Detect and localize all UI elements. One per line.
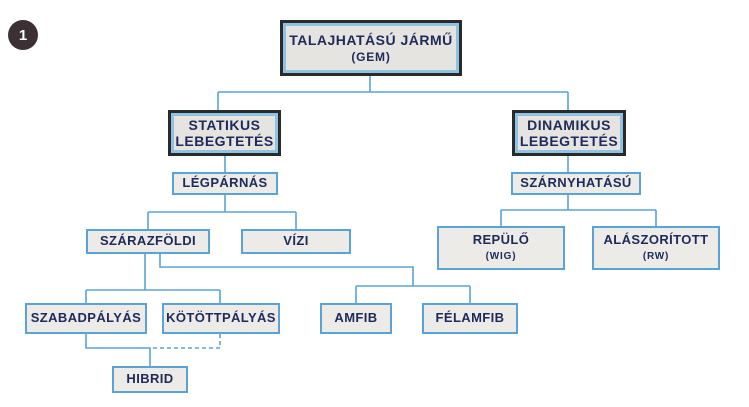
node-label: AMFIB xyxy=(334,310,378,326)
node-sublabel: (GEM) xyxy=(351,49,391,64)
node-sublabel: (RW) xyxy=(642,251,670,263)
node-water: VÍZI xyxy=(241,229,351,254)
node-label-2: LEBEGTETÉS xyxy=(175,133,274,149)
node-semi-amphibious: FÉLAMFIB xyxy=(422,303,518,334)
node-dynamic-levitation: DINAMIKUS LEBEGTETÉS xyxy=(512,110,626,156)
node-label: DINAMIKUS xyxy=(527,116,611,133)
node-label: STATIKUS xyxy=(188,116,261,133)
node-flying-wig: REPÜLŐ (WIG) xyxy=(437,226,565,270)
node-static-levitation: STATIKUS LEBEGTETÉS xyxy=(168,110,281,156)
node-ground-effect-vehicle: TALAJHATÁSÚ JÁRMŰ (GEM) xyxy=(280,20,462,76)
connector-land-water xyxy=(159,254,414,286)
node-amphibious: AMFIB xyxy=(320,303,392,334)
connector-free-hybrid xyxy=(85,334,151,366)
connector-airc-children xyxy=(147,195,297,229)
node-air-cushion: LÉGPÁRNÁS xyxy=(172,172,278,195)
node-label: VÍZI xyxy=(283,233,309,249)
node-land: SZÁRAZFÖLDI xyxy=(86,229,210,254)
figure-number-badge: 1 xyxy=(8,20,38,50)
connector-root-branches xyxy=(217,76,569,110)
node-sublabel: (WIG) xyxy=(485,251,517,263)
node-bound-track: KÖTÖTTPÁLYÁS xyxy=(162,303,280,334)
node-label: KÖTÖTTPÁLYÁS xyxy=(166,310,276,326)
connector-bound-hybrid xyxy=(150,334,221,349)
node-label: SZÁRAZFÖLDI xyxy=(99,233,197,249)
connector-water-amfib xyxy=(355,285,471,303)
node-label: HIBRID xyxy=(126,371,174,387)
node-label: REPÜLŐ xyxy=(472,232,530,248)
connector-land-tracks xyxy=(85,254,221,303)
node-hybrid: HIBRID xyxy=(112,366,188,393)
node-pressured-rw: ALÁSZORÍTOTT (RW) xyxy=(592,226,720,270)
node-label: SZÁRNYHATÁSÚ xyxy=(520,175,632,191)
node-label: SZABADPÁLYÁS xyxy=(30,310,142,326)
node-label: LÉGPÁRNÁS xyxy=(182,175,268,191)
node-label: ALÁSZORÍTOTT xyxy=(603,232,709,248)
node-label: FÉLAMFIB xyxy=(435,310,505,326)
connector-wing-children xyxy=(500,195,657,226)
node-label: TALAJHATÁSÚ JÁRMŰ xyxy=(289,31,453,48)
node-wing-effect: SZÁRNYHATÁSÚ xyxy=(511,172,641,195)
node-label-2: LEBEGTETÉS xyxy=(519,133,619,149)
node-free-track: SZABADPÁLYÁS xyxy=(25,303,147,334)
